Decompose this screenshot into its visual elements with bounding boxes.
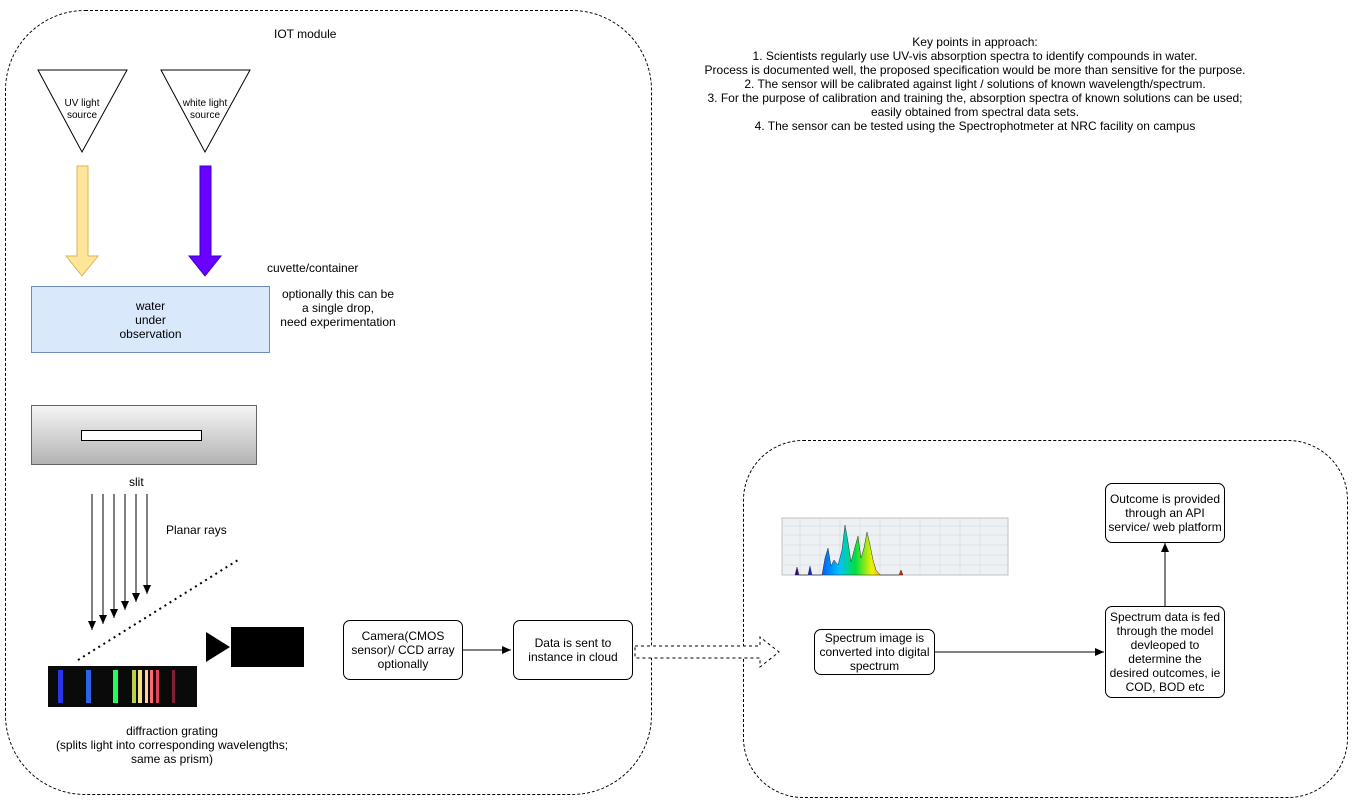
diffraction-spectrum-image [48,666,197,707]
iot-module-title: IOT module [274,27,337,41]
to-cloud-block-arrow [634,635,780,669]
outcome-box: Outcome is provided through an API servi… [1105,483,1225,543]
diffraction-grating-label: diffraction grating (splits light into c… [55,724,289,766]
model-processing-box: Spectrum data is fed through the model d… [1105,606,1225,698]
convert-spectrum-box: Spectrum image is converted into digital… [814,629,935,675]
key-points-heading: Key points in approach: [912,35,1038,49]
white-light-source-label: white light source [182,98,228,121]
key-point-line: 1. Scientists regularly use UV-vis absor… [752,49,1198,63]
key-point-line: 3. For the purpose of calibration and tr… [707,91,1243,105]
grating-plane-line [77,559,239,661]
water-sample-box: water under observation [31,286,270,353]
planar-rays [88,494,151,630]
white-light-source-shape [160,69,251,154]
uv-light-source-shape [37,69,128,154]
camera-icon [206,627,304,667]
camera-sensor-box: Camera(CMOS sensor)/ CCD array optionall… [343,620,463,680]
send-to-cloud-box: Data is sent to instance in cloud [513,620,633,680]
iot-module-container [5,10,652,795]
slit-opening [81,430,202,441]
cuvette-label: cuvette/container [267,261,359,275]
planar-rays-label: Planar rays [166,523,227,537]
uv-light-arrow [64,165,100,277]
drop-note: optionally this can be a single drop, ne… [280,287,396,329]
white-light-arrow [187,165,223,277]
uv-light-source-label: UV light source [64,98,100,121]
spectrum-graph-image [781,517,1009,576]
key-points-text: Key points in approach: 1. Scientists re… [660,35,1290,133]
key-point-line: 4. The sensor can be tested using the Sp… [754,119,1196,133]
key-point-line: 2. The sensor will be calibrated against… [744,77,1206,91]
key-point-line: Process is documented well, the proposed… [704,63,1246,77]
slit-label: slit [129,475,144,489]
key-point-line: easily obtained from spectral data sets. [870,105,1080,119]
cloud-container [743,440,1348,798]
